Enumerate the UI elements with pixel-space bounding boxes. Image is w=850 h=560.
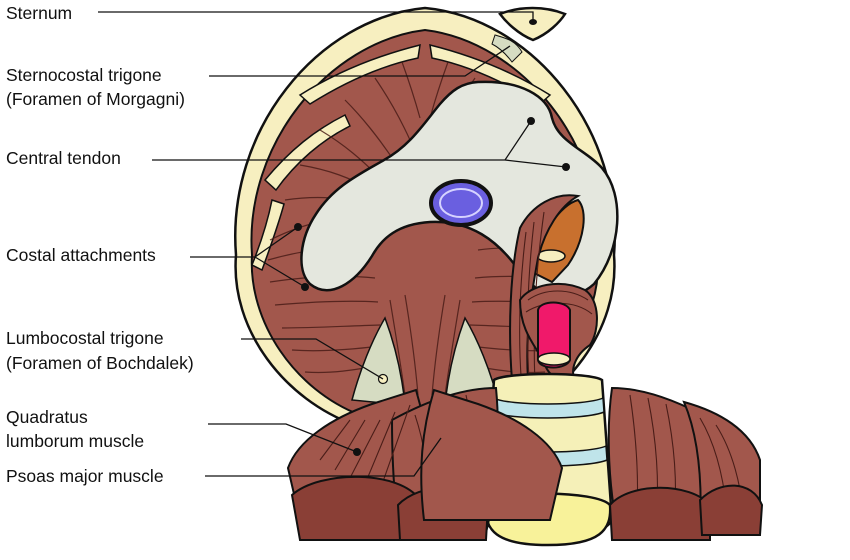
caval-opening-ring [439, 188, 483, 218]
label-lumborum-muscle: lumborum muscle [6, 431, 145, 451]
aorta-lumen [537, 352, 571, 366]
label-lumbocostal-trigone: Lumbocostal trigone [6, 328, 164, 348]
intervertebral-disc-1 [491, 396, 605, 419]
lumbocostal-trigone-left [351, 316, 406, 406]
leader-lines [98, 11, 567, 477]
label-psoas-major-muscle: Psoas major muscle [6, 466, 164, 486]
caval-opening [429, 179, 493, 227]
leader-lumbocostal [241, 338, 384, 380]
leader-sternocostal [209, 45, 511, 77]
label-foramen-of-bochdalek: (Foramen of Bochdalek) [6, 353, 194, 373]
label-costal-attachments: Costal attachments [6, 245, 156, 265]
leader-quadratus [208, 423, 358, 453]
leader-central-tendon [152, 120, 567, 168]
label-central-tendon: Central tendon [6, 148, 121, 168]
label-sternocostal-trigone: Sternocostal trigone [6, 65, 162, 85]
label-quadratus: Quadratus [6, 407, 88, 427]
costal-marker-1 [294, 223, 302, 231]
label-foramen-of-morgagni: (Foramen of Morgagni) [6, 89, 185, 109]
leader-costal [190, 226, 306, 288]
costal-marker-2 [301, 283, 309, 291]
esophagus-opening [536, 249, 566, 263]
right-psoas-quadratus [420, 386, 764, 541]
leader-sternum [98, 11, 534, 22]
lumbocostal-trigone-right [444, 316, 499, 406]
leader-psoas [205, 437, 442, 477]
label-sternum: Sternum [6, 3, 73, 23]
